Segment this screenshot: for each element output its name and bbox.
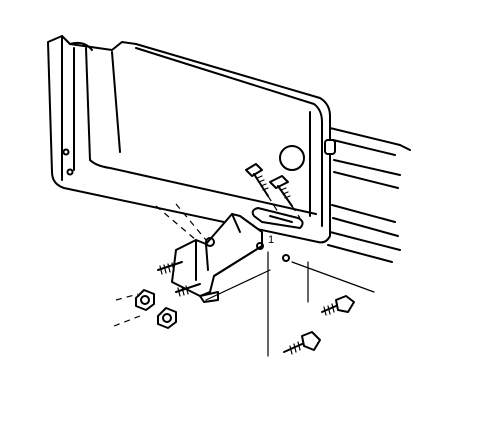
leader-lower-left-b xyxy=(115,293,139,301)
leader-right xyxy=(291,261,375,293)
upper-bolt-right xyxy=(269,175,293,207)
panel-slot xyxy=(251,207,304,229)
panel-access-hole xyxy=(279,145,305,171)
side-bolt-lower xyxy=(283,331,321,355)
upper-bolt-left xyxy=(245,163,269,197)
bracket-stud-upper xyxy=(157,261,183,275)
leader-lower-left-a xyxy=(113,315,141,327)
bracket-hole-upper xyxy=(205,237,215,247)
side-bolt-right xyxy=(321,295,355,316)
upper-bolt-leader-right xyxy=(291,205,301,219)
callout-1: 1 xyxy=(268,234,274,246)
bracket xyxy=(171,213,290,303)
panel-hole-lower xyxy=(66,168,74,176)
nut-upper xyxy=(135,289,155,311)
panel-tab xyxy=(324,139,336,155)
upper-bolt-leader-left xyxy=(267,195,279,213)
bracket-hole-right xyxy=(256,242,264,250)
leader-upper-left-a xyxy=(155,205,197,241)
bracket-stud-lower xyxy=(175,283,201,297)
panel xyxy=(47,35,336,244)
frame-rail xyxy=(327,127,411,263)
nut-lower xyxy=(157,307,177,329)
panel-hole-upper xyxy=(62,148,70,156)
leader-bracket-to-bolt xyxy=(205,269,271,301)
bracket-hole-far xyxy=(282,254,290,262)
leader-upper-left-b xyxy=(175,203,207,241)
